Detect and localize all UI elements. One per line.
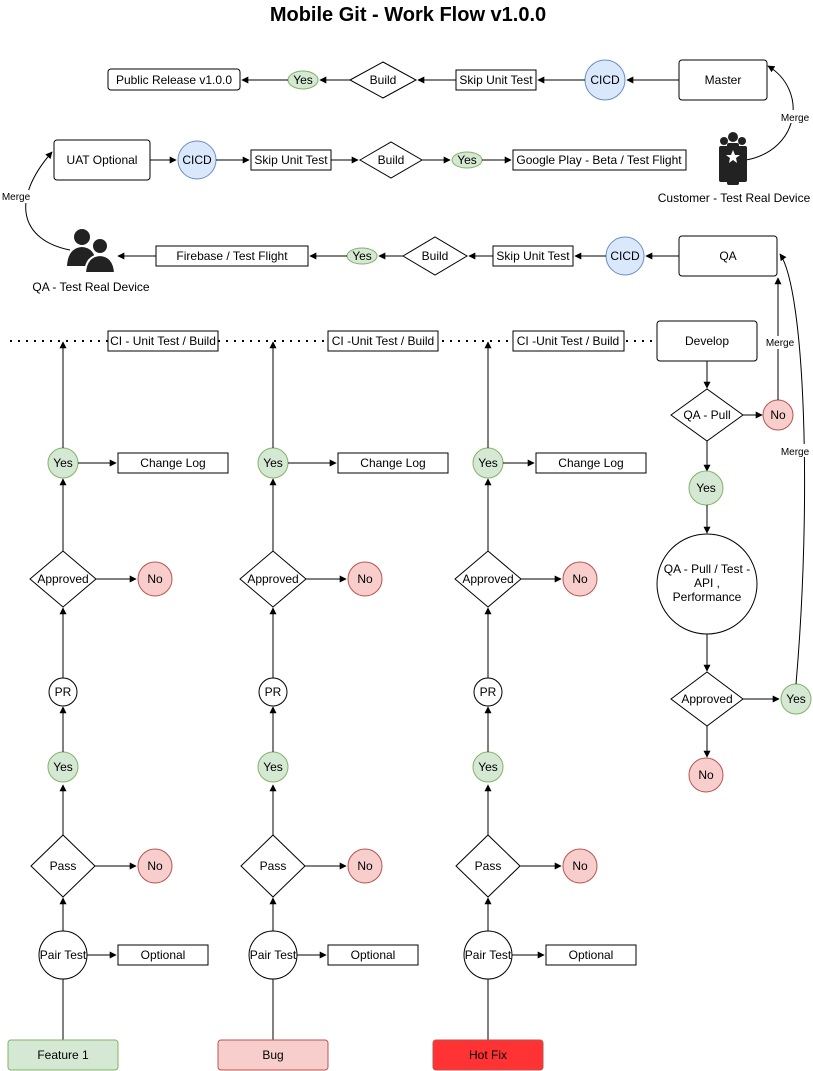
row-master-release: Public Release v1.0.0 Yes Build Skip Uni… <box>107 59 812 161</box>
cicd-circle: CICD <box>610 249 640 263</box>
yes-circle: Yes <box>696 481 716 495</box>
build-decision: Build <box>422 249 449 263</box>
yes-circle: Yes <box>53 760 73 774</box>
pair-test-node: Pair Test <box>250 948 297 962</box>
approved-decision: Approved <box>37 572 88 586</box>
column-hotfix: Pair Test Optional Pass No Yes PR Approv… <box>454 341 647 1040</box>
public-release-label: Public Release v1.0.0 <box>116 73 232 87</box>
bug-branch-box: Bug <box>262 1048 283 1062</box>
pass-decision: Pass <box>50 859 77 873</box>
cicd-circle: CICD <box>182 153 212 167</box>
no-circle: No <box>357 572 373 586</box>
ci-build-box: CI - Unit Test / Build <box>110 334 216 348</box>
merge-label: Merge <box>781 113 810 124</box>
qa-pull-decision: QA - Pull <box>683 408 730 422</box>
yes-circle: Yes <box>478 456 498 470</box>
approved-decision: Approved <box>462 572 513 586</box>
no-circle: No <box>572 572 588 586</box>
row-customer-release: UAT Optional CICD Skip Unit Test Build Y… <box>53 132 811 205</box>
no-circle: No <box>147 572 163 586</box>
column-bug: Pair Test Optional Pass No Yes PR Approv… <box>239 341 449 1040</box>
qa-pull-test-node: QA - Pull / Test - <box>664 562 750 576</box>
qa-box: QA <box>719 249 736 263</box>
customer-test-label: Customer - Test Real Device <box>658 191 811 205</box>
cicd-circle: CICD <box>590 73 620 87</box>
optional-box: Optional <box>569 948 614 962</box>
master-box: Master <box>705 73 742 87</box>
merge-label: Merge <box>766 338 795 349</box>
build-decision: Build <box>370 73 397 87</box>
yes-badge: Yes <box>352 249 372 263</box>
pr-node: PR <box>480 685 497 699</box>
qa-pull-test-node: Performance <box>673 590 742 604</box>
hotfix-branch-box: Hot Fix <box>469 1048 507 1062</box>
approved-decision: Approved <box>247 572 298 586</box>
change-log-box: Change Log <box>558 456 623 470</box>
firebase-box: Firebase / Test Flight <box>176 249 288 263</box>
no-circle: No <box>572 859 588 873</box>
feature-branch-box: Feature 1 <box>37 1048 89 1062</box>
no-circle: No <box>698 768 714 782</box>
yes-circle: Yes <box>478 760 498 774</box>
pass-decision: Pass <box>260 859 287 873</box>
yes-circle: Yes <box>263 760 283 774</box>
ci-build-box: CI -Unit Test / Build <box>517 334 619 348</box>
pair-test-node: Pair Test <box>40 948 87 962</box>
yes-circle: Yes <box>786 692 806 706</box>
yes-badge: Yes <box>457 153 477 167</box>
column-develop: Develop QA - Pull No Merge Yes QA - Pull… <box>656 253 812 793</box>
yes-badge: Yes <box>293 73 313 87</box>
pair-test-node: Pair Test <box>465 948 512 962</box>
skip-unit-test-box: Skip Unit Test <box>459 73 533 87</box>
pr-node: PR <box>55 685 72 699</box>
skip-unit-test-box: Skip Unit Test <box>496 249 570 263</box>
ci-build-box: CI -Unit Test / Build <box>332 334 434 348</box>
skip-unit-test-box: Skip Unit Test <box>254 153 328 167</box>
change-log-box: Change Log <box>140 456 205 470</box>
page-title: Mobile Git - Work Flow v1.0.0 <box>270 4 546 26</box>
no-circle: No <box>357 859 373 873</box>
pr-node: PR <box>265 685 282 699</box>
yes-circle: Yes <box>53 456 73 470</box>
no-circle: No <box>147 859 163 873</box>
row-qa-release: QA - Test Real Device Firebase / Test Fl… <box>0 151 778 294</box>
qa-test-label: QA - Test Real Device <box>32 280 149 294</box>
people-pair-icon <box>67 229 117 274</box>
change-log-box: Change Log <box>360 456 425 470</box>
build-decision: Build <box>378 153 405 167</box>
approved-decision: Approved <box>681 692 732 706</box>
no-circle: No <box>770 408 786 422</box>
optional-box: Optional <box>351 948 396 962</box>
optional-box: Optional <box>141 948 186 962</box>
uat-optional-box: UAT Optional <box>67 153 138 167</box>
merge-label: Merge <box>2 192 31 203</box>
yes-circle: Yes <box>263 456 283 470</box>
people-group-icon <box>719 132 747 185</box>
google-play-box: Google Play - Beta / Test Flight <box>516 153 682 167</box>
pass-decision: Pass <box>475 859 502 873</box>
develop-box: Develop <box>685 334 729 348</box>
qa-pull-test-node: API , <box>694 576 720 590</box>
merge-label: Merge <box>781 447 810 458</box>
column-feature: Pair Test Optional Pass No Yes PR Approv… <box>29 341 229 1040</box>
